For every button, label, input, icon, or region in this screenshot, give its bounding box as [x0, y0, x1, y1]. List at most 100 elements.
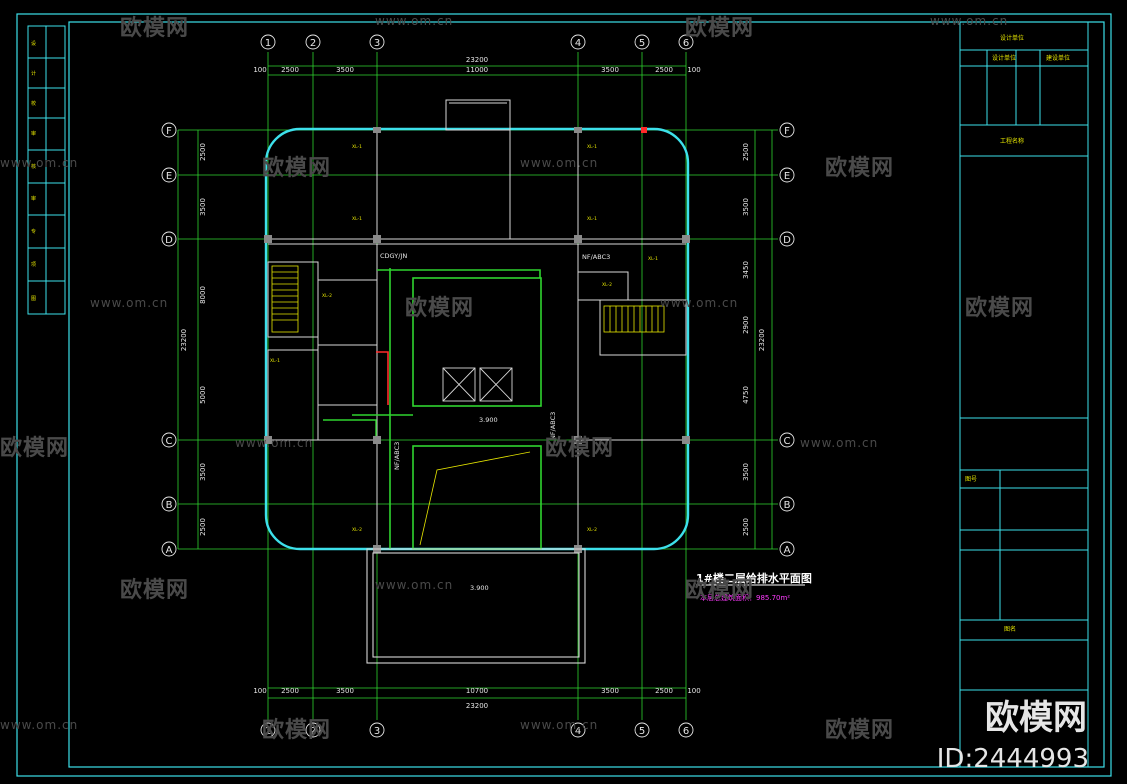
svg-text:2500: 2500: [742, 518, 750, 536]
svg-text:设计单位: 设计单位: [992, 54, 1016, 62]
watermark-brand: 欧模网: [120, 578, 190, 603]
stair-right: [603, 305, 665, 333]
svg-text:工程名称: 工程名称: [1000, 137, 1024, 145]
svg-text:5: 5: [639, 38, 645, 49]
svg-text:C: C: [784, 436, 791, 447]
brand-logo-text: 欧模网: [985, 698, 1087, 738]
svg-text:5: 5: [639, 726, 645, 737]
elevators: [442, 367, 513, 402]
svg-text:XL-1: XL-1: [587, 144, 597, 150]
watermark-brand: 欧模网: [0, 436, 70, 461]
svg-text:XL-1: XL-1: [352, 216, 362, 222]
svg-text:审: 审: [31, 195, 36, 202]
watermark-url: www.om.cn: [520, 156, 599, 170]
svg-text:NF/ABC3: NF/ABC3: [549, 412, 557, 440]
svg-text:3500: 3500: [199, 198, 207, 216]
svg-text:5000: 5000: [199, 386, 207, 404]
title-block: [959, 22, 1089, 767]
svg-text:8000: 8000: [199, 286, 207, 304]
svg-text:2900: 2900: [742, 316, 750, 334]
svg-text:NF/ABC3: NF/ABC3: [393, 442, 401, 470]
svg-text:100: 100: [687, 687, 700, 695]
interior-walls: [267, 99, 687, 549]
inner-border: [68, 21, 1105, 768]
watermark-url: www.om.cn: [375, 578, 454, 592]
svg-text:100: 100: [253, 687, 266, 695]
svg-text:XL-1: XL-1: [587, 216, 597, 222]
svg-text:4: 4: [575, 726, 581, 737]
svg-text:3: 3: [374, 38, 380, 49]
svg-text:校: 校: [31, 100, 36, 107]
svg-text:23200: 23200: [466, 702, 488, 710]
building-outline: [264, 127, 690, 551]
svg-text:XL-1: XL-1: [352, 144, 362, 150]
svg-text:11000: 11000: [466, 66, 488, 74]
watermark-url: www.om.cn: [660, 296, 739, 310]
watermark-url: www.om.cn: [0, 718, 79, 732]
svg-text:A: A: [784, 545, 791, 556]
svg-text:项: 项: [31, 262, 36, 268]
red-marker: [641, 127, 647, 133]
svg-text:审: 审: [31, 130, 36, 137]
svg-text:6: 6: [683, 726, 689, 737]
svg-text:2: 2: [310, 38, 316, 49]
watermark-brand: 欧模网: [685, 578, 755, 603]
watermark-brand: 欧模网: [262, 718, 332, 743]
watermark-brand: 欧模网: [545, 436, 615, 461]
svg-text:XL-2: XL-2: [322, 293, 332, 299]
columns: [264, 127, 690, 553]
svg-text:XL-1: XL-1: [270, 358, 280, 364]
watermark-url: www.om.cn: [0, 156, 79, 170]
svg-text:B: B: [166, 500, 173, 511]
svg-text:B: B: [784, 500, 791, 511]
watermark-brand: 欧模网: [262, 156, 332, 181]
svg-text:2500: 2500: [655, 687, 673, 695]
south-annex: [366, 548, 586, 664]
svg-text:2500: 2500: [655, 66, 673, 74]
watermark-url: www.om.cn: [800, 436, 879, 450]
svg-text:F: F: [166, 126, 172, 137]
svg-text:3.900: 3.900: [479, 416, 498, 424]
svg-text:图号: 图号: [965, 476, 977, 483]
watermark-url: www.om.cn: [930, 14, 1009, 28]
svg-text:4750: 4750: [742, 386, 750, 404]
svg-text:NF/ABC3: NF/ABC3: [582, 253, 610, 261]
drawing-title: 1#楼二层给排水平面图: [696, 571, 812, 585]
svg-text:2500: 2500: [281, 687, 299, 695]
svg-text:A: A: [166, 545, 173, 556]
left-binding-strip: [27, 25, 66, 315]
svg-text:1: 1: [265, 726, 271, 737]
outer-border: [16, 13, 1112, 777]
core-yellow-lines: [419, 451, 531, 546]
svg-text:2500: 2500: [199, 143, 207, 161]
watermark-brand: 欧模网: [120, 16, 190, 41]
svg-text:23200: 23200: [466, 56, 488, 64]
watermark-brand: 欧模网: [825, 718, 895, 743]
svg-text:E: E: [166, 171, 172, 182]
tb-design-unit: 设计单位: [1000, 34, 1024, 42]
svg-text:1: 1: [265, 38, 271, 49]
watermark-brand: 欧模网: [685, 16, 755, 41]
svg-text:2500: 2500: [281, 66, 299, 74]
svg-text:3500: 3500: [742, 198, 750, 216]
dimension-lines: [177, 65, 773, 699]
stair-left: [271, 265, 299, 333]
svg-text:XL-1: XL-1: [648, 256, 658, 262]
svg-text:CDGY/JN: CDGY/JN: [380, 252, 407, 260]
svg-text:建设单位: 建设单位: [1046, 54, 1070, 62]
drawing-subtitle: 本层总建筑面积：985.70m²: [700, 593, 790, 602]
watermark-url: www.om.cn: [520, 718, 599, 732]
watermark-brand: 欧模网: [825, 156, 895, 181]
svg-text:6: 6: [683, 38, 689, 49]
svg-text:XL-2: XL-2: [587, 527, 597, 533]
brand-id-label: ID:2444993: [936, 744, 1089, 774]
watermark-brand: 欧模网: [965, 296, 1035, 321]
svg-text:D: D: [165, 235, 173, 246]
svg-text:F: F: [784, 126, 790, 137]
svg-text:设: 设: [31, 40, 36, 47]
core-shaft: [352, 268, 542, 550]
svg-text:XL-2: XL-2: [352, 527, 362, 533]
watermark-url: www.om.cn: [90, 296, 169, 310]
svg-text:2: 2: [310, 726, 316, 737]
